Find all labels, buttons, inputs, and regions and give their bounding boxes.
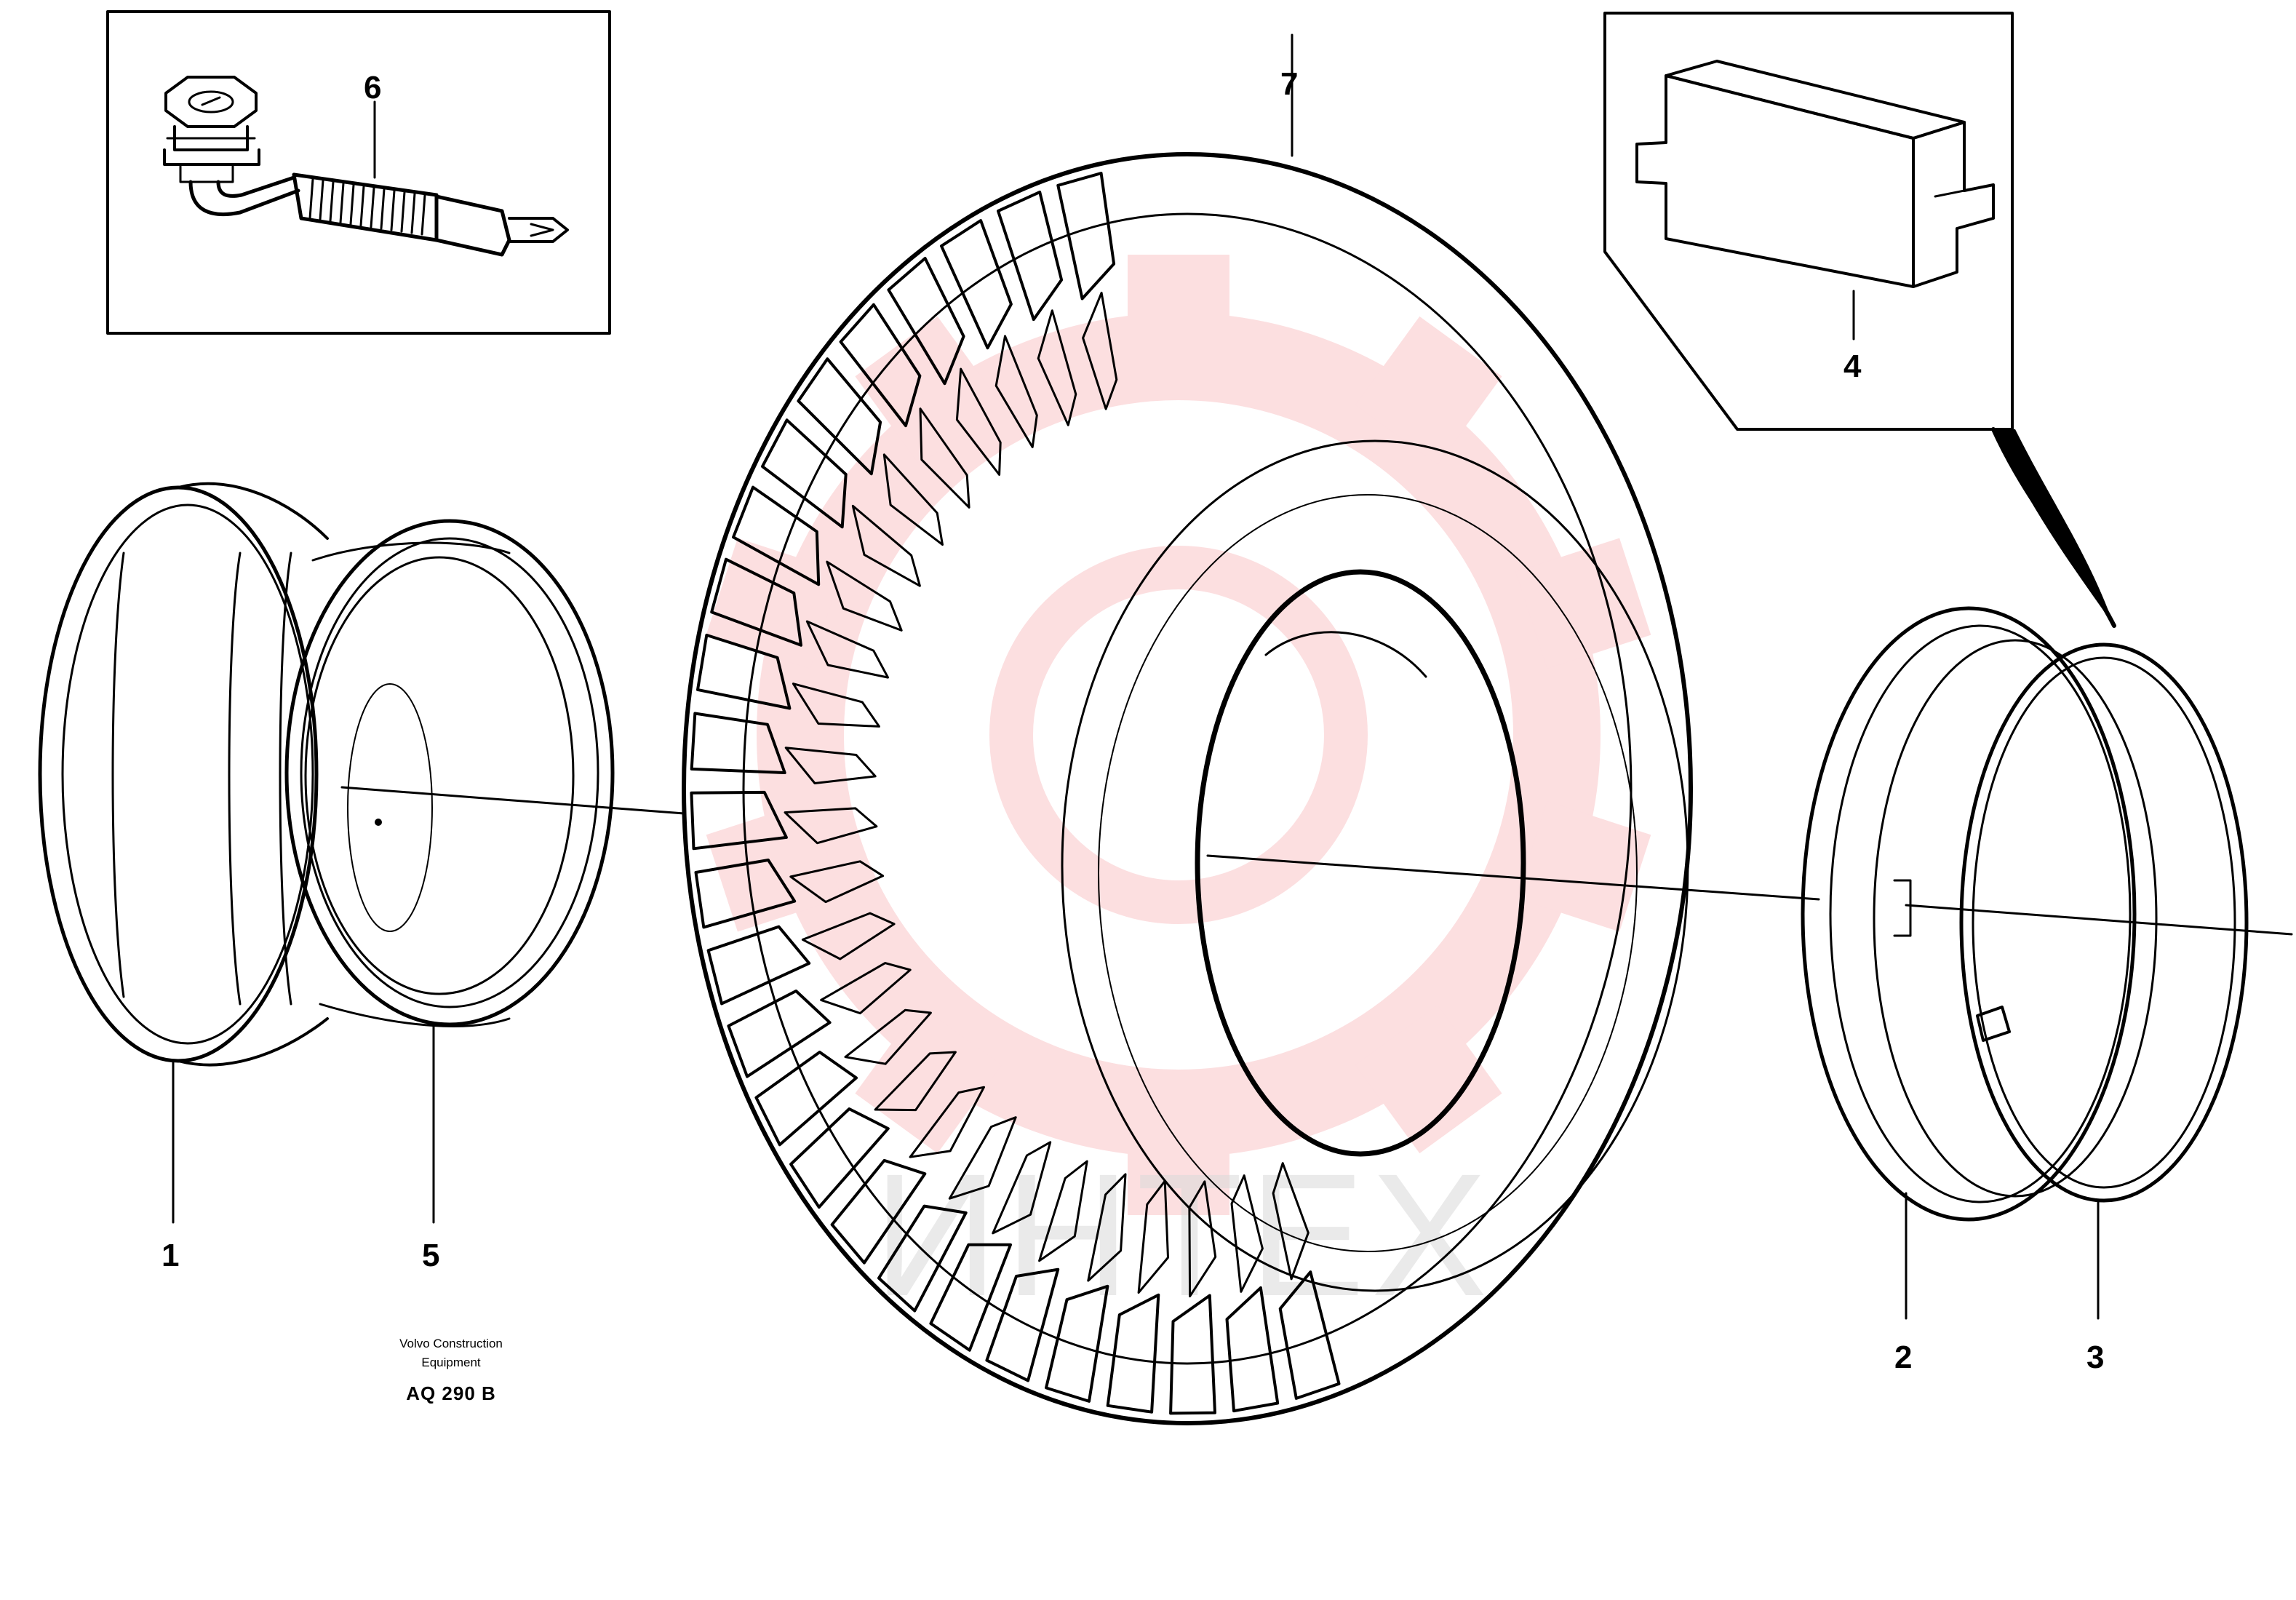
block-icon	[1635, 60, 1995, 288]
caption-line-1: Volvo Construction	[399, 1337, 503, 1350]
inset-valve-frame	[106, 10, 611, 335]
callout-3: 3	[2086, 1340, 2104, 1375]
bead-seat-band: 2	[1801, 606, 2158, 1375]
callout-2: 2	[1894, 1340, 1912, 1375]
inset-valve: 6	[106, 10, 611, 335]
tire-outline	[682, 152, 1693, 1425]
inset-block-pointer-fill	[1993, 429, 2114, 626]
tire-sidewall	[1061, 439, 1689, 1292]
axis-line-left	[340, 786, 685, 815]
watermark-text: ИНТЕХ	[873, 1137, 1494, 1332]
inset-block-frame	[1603, 12, 2014, 431]
inset-block: 4	[1603, 12, 2116, 628]
drawing-code: AQ 290 B	[406, 1382, 496, 1404]
rim-flange: 5	[284, 519, 615, 1273]
manufacturer-caption: Volvo Construction Equipment AQ 290 B	[399, 1337, 503, 1404]
lock-ring: 3	[1959, 642, 2249, 1375]
tire-bead-opening	[1195, 569, 1526, 1157]
caption-line-2: Equipment	[421, 1356, 481, 1369]
axis-line-far-right	[1905, 904, 2293, 936]
callout-5: 5	[422, 1238, 439, 1273]
callout-7: 7	[1280, 66, 1298, 102]
axis-line-right	[1206, 854, 1820, 901]
callout-6: 6	[364, 70, 381, 106]
tire-tread	[690, 172, 1341, 1415]
valve-icon	[163, 76, 569, 257]
callout-4: 4	[1843, 349, 1862, 384]
rim: 1	[38, 482, 329, 1273]
callout-1: 1	[162, 1238, 179, 1273]
tire: 7	[682, 33, 1693, 1425]
